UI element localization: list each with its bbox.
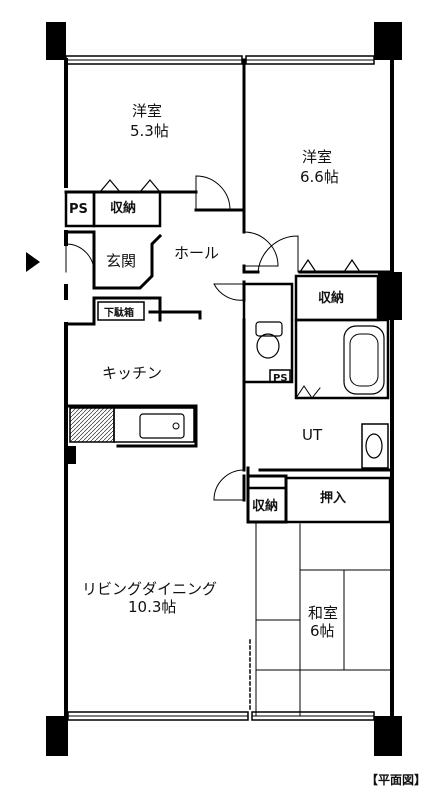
counter [113,407,195,443]
bathtub [343,325,385,395]
toilet-room [242,282,294,384]
tatami-lines [255,523,393,717]
door-western2[interactable] [257,235,299,273]
plan-caption: 【平面図】 [365,773,426,787]
shoe-box [97,301,145,321]
room-western1-size: 5.3帖 [130,122,169,140]
ps-top-label: PS [69,202,88,217]
storage-top-label: 収納 [110,201,137,216]
storage-right-label: 収納 [318,291,345,306]
wall-shoebox [64,296,162,326]
wall-western1-bottom [64,190,246,212]
wall-kitchen [64,404,198,448]
shoe-box-label: 下駄箱 [104,308,134,319]
column-bottom-left [46,716,68,756]
storage-bottom-label: 収納 [252,499,279,514]
storage-top-box [92,190,162,228]
door-toilet[interactable] [213,283,245,301]
door-hall[interactable] [243,231,279,267]
ps-small-label: PS [273,373,288,384]
ps-small-box [269,369,291,383]
wall-genkan [64,230,163,290]
room-ldk-size: 10.3帖 [128,598,177,616]
entrance-arrow-icon [26,252,40,272]
column-mid-right [378,272,402,320]
door-bath[interactable] [295,385,321,399]
oshiire-box [284,476,392,524]
wall-ut-bottom [242,464,394,472]
room-western2-size: 6.6帖 [300,168,339,186]
kitchen-label: キッチン [102,364,163,382]
oshiire-label: 押入 [320,491,347,506]
toilet-fixture [255,321,283,337]
room-western1-name: 洋室 [132,102,163,120]
entrance-label: 玄関 [106,252,137,270]
room-western2-name: 洋室 [302,148,333,166]
room-japanese-size: 6帖 [310,622,335,640]
column-top-left [46,22,66,60]
room-ldk-name: リビングダイニング [82,580,218,598]
door-ldk[interactable] [213,469,245,501]
door-entrance[interactable] [65,243,95,273]
hall-label: ホール [174,244,220,262]
exterior-wall [64,58,394,718]
ut-label: UT [302,426,323,444]
washbasin [361,423,389,469]
column-bottom-right [374,716,402,756]
sink [139,413,185,439]
bath-room [294,318,390,400]
door-western1[interactable] [195,175,231,211]
room-japanese-name: 和室 [308,604,339,622]
column-top-right [374,22,402,60]
